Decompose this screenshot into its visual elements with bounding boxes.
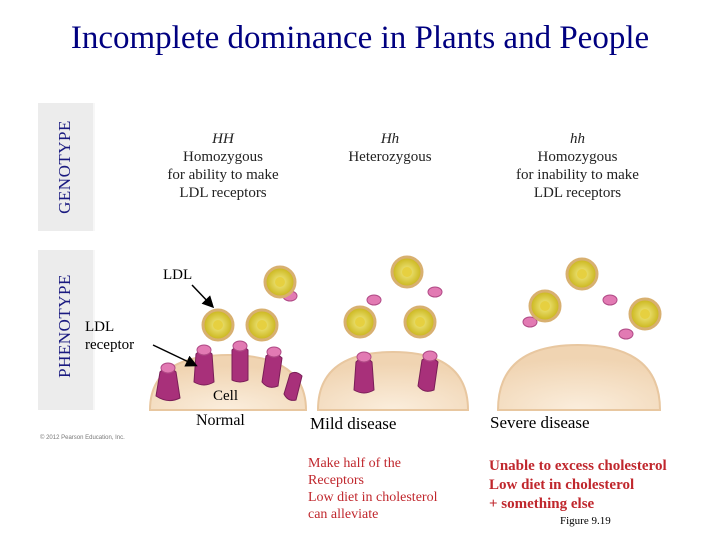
- copyright-text: © 2012 Pearson Education, Inc.: [40, 435, 125, 441]
- receptor-tip: [233, 341, 247, 351]
- ldl-tag: [619, 329, 633, 339]
- receptor-tip: [423, 351, 437, 361]
- phenotype-severe: Severe disease: [490, 413, 590, 433]
- phenotype-mild: Mild disease: [310, 414, 396, 434]
- receptor-pointer-arrow: [153, 345, 195, 365]
- receptor-tip: [161, 363, 175, 373]
- cell-label: Cell: [213, 387, 238, 405]
- ldl-tag: [603, 295, 617, 305]
- ldl-receptor-label: LDL receptor: [85, 318, 134, 354]
- note-line: Receptors: [308, 472, 437, 489]
- receptor-tip: [197, 345, 211, 355]
- ldl-receptor: [354, 358, 374, 393]
- receptor-tip: [267, 347, 281, 357]
- note-line: + something else: [489, 495, 667, 514]
- ldl-tag: [428, 287, 442, 297]
- note-line: Make half of the: [308, 455, 437, 472]
- note-line: Low diet in cholesterol: [489, 476, 667, 495]
- note-line: Low diet in cholesterol: [308, 489, 437, 506]
- receptor-label-line: LDL: [85, 318, 134, 336]
- note-line: can alleviate: [308, 506, 437, 523]
- ldl-pointer-arrow: [192, 285, 212, 306]
- severe-notes: Unable to excess cholesterol Low diet in…: [489, 457, 667, 514]
- ldl-tag: [367, 295, 381, 305]
- receptor-label-line: receptor: [85, 336, 134, 354]
- ldl-label: LDL: [163, 266, 192, 284]
- phenotype-normal: Normal: [196, 412, 245, 430]
- cell-membrane-severe: [498, 345, 660, 410]
- receptor-tip: [357, 352, 371, 362]
- figure-label: Figure 9.19: [560, 515, 611, 527]
- cell-membrane-mild: [318, 352, 468, 410]
- note-line: Unable to excess cholesterol: [489, 457, 667, 476]
- mild-notes: Make half of the Receptors Low diet in c…: [308, 455, 437, 523]
